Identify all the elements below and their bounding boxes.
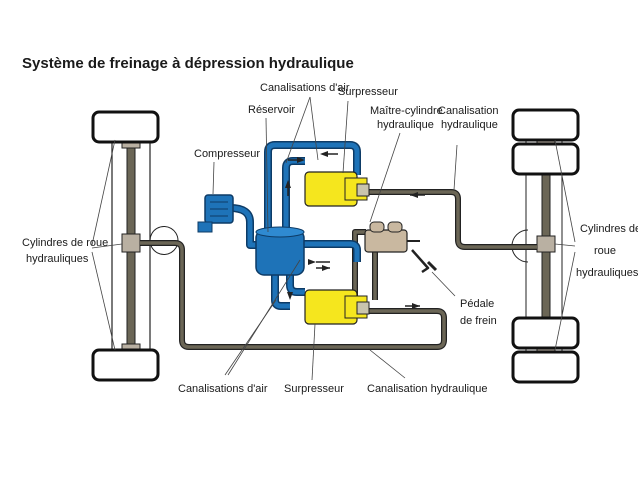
front-right-wheel bbox=[511, 108, 580, 142]
label-wheel-cylinders-right-line3: hydrauliques bbox=[576, 267, 638, 279]
label-master-cylinder: Maître-cylindre bbox=[370, 105, 443, 117]
label-master-cylinder-line2: hydraulique bbox=[377, 119, 434, 131]
label-compressor: Compresseur bbox=[194, 148, 260, 160]
rear-left-wheel bbox=[91, 348, 160, 382]
label-hydraulic-line-top-line2: hydraulique bbox=[441, 119, 498, 131]
flow-arrows bbox=[285, 151, 425, 309]
label-wheel-cylinders-right-line2: roue bbox=[594, 245, 616, 257]
label-hydraulic-line-bottom: Canalisation hydraulique bbox=[367, 383, 487, 395]
label-reservoir: Réservoir bbox=[248, 104, 295, 116]
label-air-lines-bottom: Canalisations d'air bbox=[178, 383, 268, 395]
front-left-wheel bbox=[91, 110, 160, 144]
label-booster-top: Surpresseur bbox=[338, 86, 398, 98]
compressor bbox=[197, 194, 234, 233]
rear-right-wheel-inner bbox=[511, 316, 580, 350]
leader-lines bbox=[91, 96, 576, 381]
master-cylinder bbox=[364, 221, 420, 253]
wheel-cylinder bbox=[536, 235, 556, 253]
label-wheel-cylinders-left-line2: hydrauliques bbox=[26, 253, 89, 265]
label-brake-pedal-line2: de frein bbox=[460, 315, 497, 327]
label-wheel-cylinders-right: Cylindres de bbox=[580, 223, 638, 235]
label-hydraulic-line-top: Canalisation bbox=[438, 105, 499, 117]
diagram-title: Système de freinage à dépression hydraul… bbox=[22, 55, 354, 72]
reservoir bbox=[255, 226, 305, 276]
label-brake-pedal: Pédale bbox=[460, 298, 494, 310]
label-booster-bottom: Surpresseur bbox=[284, 383, 344, 395]
booster-bottom bbox=[304, 289, 370, 325]
brake-pedal bbox=[411, 249, 438, 274]
label-air-lines-top: Canalisations d'air bbox=[260, 82, 350, 94]
booster-top bbox=[304, 171, 370, 207]
front-right-wheel-inner bbox=[511, 142, 580, 176]
wheel-cylinder bbox=[121, 233, 141, 253]
rear-right-wheel bbox=[511, 350, 580, 384]
label-wheel-cylinders-left: Cylindres de roue bbox=[22, 237, 108, 249]
